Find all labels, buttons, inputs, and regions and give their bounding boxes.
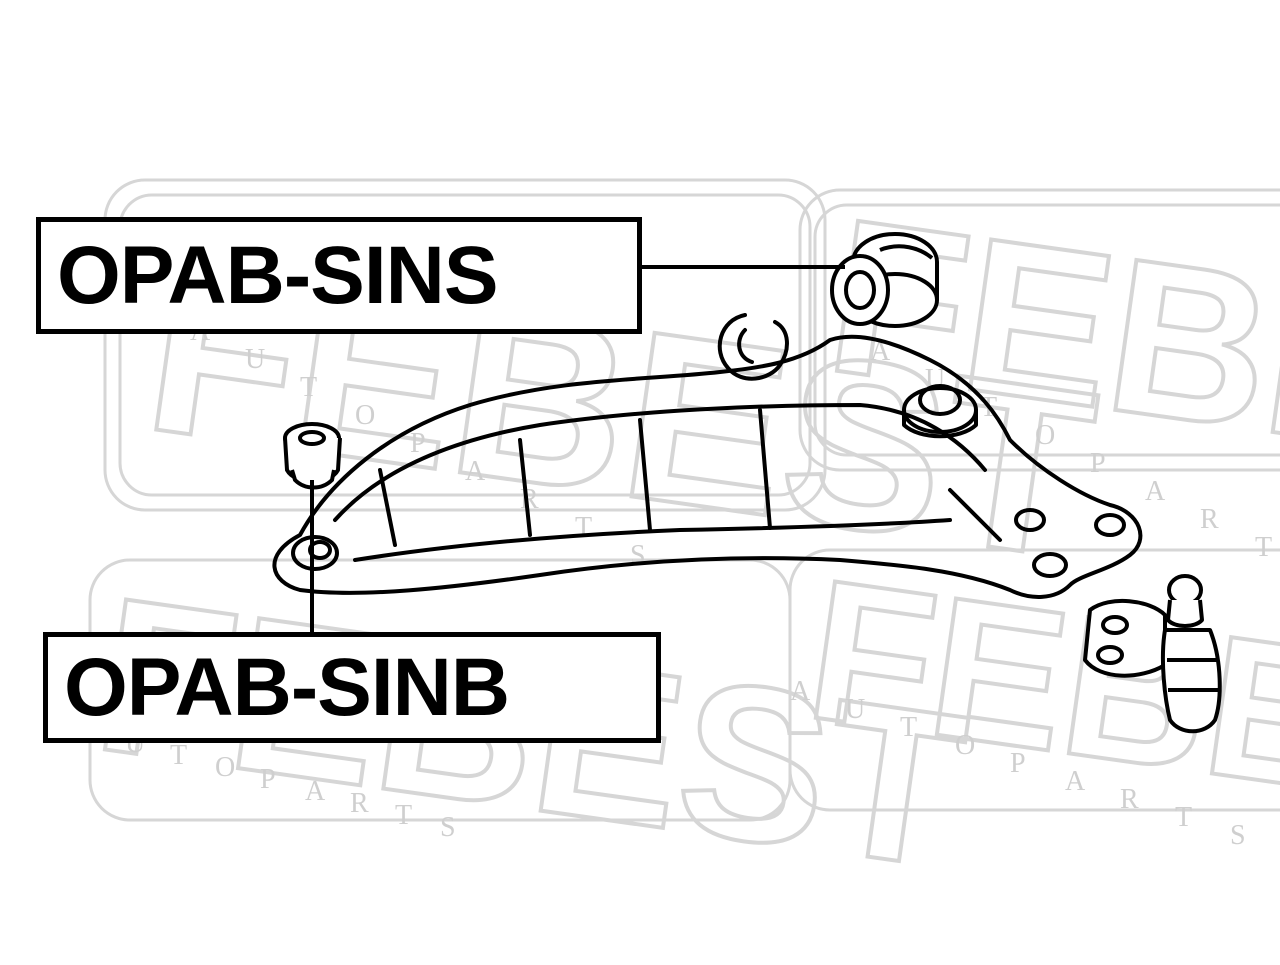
- ball-joint-part: [1083, 574, 1222, 734]
- watermark-tagline-letter: U: [845, 694, 865, 725]
- watermark-tagline-letter: S: [440, 812, 456, 843]
- watermark-tagline-letter: S: [630, 540, 646, 571]
- watermark-tagline-letter: R: [1200, 504, 1219, 535]
- watermark-tagline-letter: U: [245, 344, 265, 375]
- watermark-tagline-letter: T: [395, 800, 412, 831]
- watermark-tagline-letter: O: [355, 400, 375, 431]
- control-arm: [272, 313, 1143, 599]
- watermark-tagline-letter: S: [1230, 820, 1246, 851]
- watermark-tagline-letter: A: [790, 676, 811, 707]
- watermark-tagline-letter: O: [215, 752, 235, 783]
- watermark-tagline-letter: A: [1145, 476, 1166, 507]
- watermark-tagline-letter: T: [900, 712, 917, 743]
- watermark-tagline-letter: P: [1090, 448, 1106, 479]
- watermark-tagline-letter: R: [350, 788, 369, 819]
- watermark-tagline-letter: P: [260, 764, 276, 795]
- watermark-tagline-letter: A: [305, 776, 326, 807]
- lower-bushing-part: [283, 422, 342, 490]
- part-label-opab-sins: OPAB-SINS: [36, 217, 642, 334]
- watermark-tagline-letter: P: [410, 428, 426, 459]
- part-number-text: OPAB-SINB: [64, 641, 510, 733]
- watermark-tagline-letter: T: [1175, 802, 1192, 833]
- part-number-text: OPAB-SINS: [57, 229, 499, 321]
- watermark-tagline-letter: T: [300, 372, 317, 403]
- watermark-tagline-letter: A: [1065, 766, 1086, 797]
- watermark-tagline-letter: O: [955, 730, 975, 761]
- watermark-tagline-letter: P: [1010, 748, 1026, 779]
- leader-lines: [310, 265, 845, 632]
- watermark-tagline-letter: R: [520, 484, 539, 515]
- part-label-opab-sinb: OPAB-SINB: [43, 632, 661, 743]
- upper-bushing-part: [830, 232, 939, 328]
- watermark-tagline-letter: A: [465, 456, 486, 487]
- watermark-tagline-letter: R: [1120, 784, 1139, 815]
- watermark-tagline-letter: O: [1035, 420, 1055, 451]
- watermark-tagline-letter: T: [575, 512, 592, 543]
- watermark-tagline-letter: T: [1255, 532, 1272, 563]
- watermark-tagline-letter: T: [170, 740, 187, 771]
